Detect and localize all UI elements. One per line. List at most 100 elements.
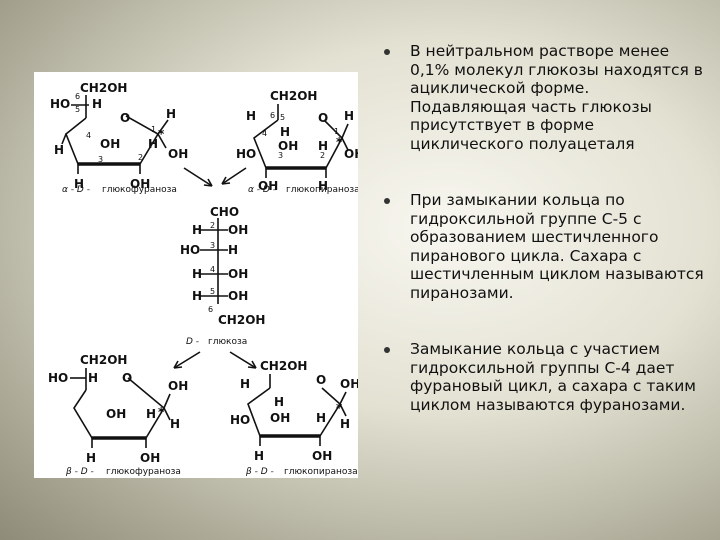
tr-caption-name: глюкопираноза [286, 185, 358, 195]
open-chain-glucose: CHO H 2 OH HO 3 H H 4 OH H 5 OH 6 CH2OH [180, 205, 265, 327]
tr-num2: 2 [320, 151, 325, 160]
c-row3-num: 4 [210, 265, 215, 274]
br-caption-prefix: β - D - [245, 467, 274, 477]
tl-h1: H [92, 97, 102, 111]
br-star: * [336, 401, 343, 415]
bl-ho: HO [48, 371, 68, 385]
tl-caption-prefix: α - D - [62, 185, 90, 195]
tl-ho: HO [50, 97, 70, 111]
alpha-glucofuranose: CH2OH HO H 6 5 O 4 3 2 1 * H H OH H OH [50, 81, 188, 191]
br-h3: H [316, 411, 326, 425]
bullet-item-2: При замыкании кольца по гидроксильной гр… [384, 191, 710, 302]
bullet-text-2: При замыкании кольца по гидроксильной гр… [410, 191, 704, 302]
beta-glucofuranose: CH2OH HO H O OH H * OH H H OH [48, 353, 188, 465]
bl-oh2: OH [106, 407, 126, 421]
br-h4: H [340, 417, 350, 431]
c-row1-num: 2 [210, 221, 215, 230]
tl-ring-oxygen: O [120, 111, 130, 125]
tl-h5: H [74, 177, 84, 191]
bullet-item-3: Замыкание кольца с участием гидроксильно… [384, 340, 710, 414]
tl-num5: 5 [75, 105, 80, 114]
c-ch2oh: CH2OH [218, 313, 265, 327]
tr-caption-prefix: α - D - [248, 185, 276, 195]
c-row1-right: OH [228, 223, 248, 237]
bullet-list: В нейтральном растворе менее 0,1% молеку… [384, 42, 710, 452]
bullet-text-3: Замыкание кольца с участием гидроксильно… [410, 340, 696, 414]
tr-h3: H [344, 109, 354, 123]
tr-h4: H [318, 139, 328, 153]
br-oh2: OH [270, 411, 290, 425]
bl-caption-name: глюкофураноза [106, 467, 181, 477]
tr-ch2oh: CH2OH [270, 89, 317, 103]
tl-num1: 1 [151, 125, 156, 134]
br-ch2oh: CH2OH [260, 359, 307, 373]
bl-oh3: OH [140, 451, 160, 465]
c-row4-left: H [192, 289, 202, 303]
tr-h5: H [318, 179, 328, 193]
bl-h1: H [88, 371, 98, 385]
bullet-item-1: В нейтральном растворе менее 0,1% молеку… [384, 42, 710, 153]
c-caption-name: глюкоза [208, 337, 247, 347]
tl-num4: 4 [86, 131, 91, 140]
bullet-text-1: В нейтральном растворе менее 0,1% молеку… [410, 42, 703, 153]
bullet-dot-icon [384, 49, 390, 55]
tl-h4: H [148, 137, 158, 151]
br-h1: H [240, 377, 250, 391]
c-row2-left: HO [180, 243, 200, 257]
tl-num2: 2 [138, 153, 143, 162]
c-row3-right: OH [228, 267, 248, 281]
tl-oh3: OH [130, 177, 150, 191]
bl-h3: H [146, 407, 156, 421]
tr-ring-oxygen: O [318, 111, 328, 125]
alpha-glucopyranose: CH2OH 6 5 O H H H 4 3 2 1 * OH HO OH H O… [236, 89, 358, 193]
bl-ring-oxygen: O [122, 371, 132, 385]
c-num6: 6 [208, 305, 213, 314]
tr-num3: 3 [278, 151, 283, 160]
br-caption-name: глюкопираноза [284, 467, 358, 477]
c-row4-right: OH [228, 289, 248, 303]
tr-num6: 6 [270, 111, 275, 120]
tl-h3: H [54, 143, 64, 157]
tl-num6: 6 [75, 92, 80, 101]
bl-h2: H [170, 417, 180, 431]
tr-ho: HO [236, 147, 256, 161]
c-row3-left: H [192, 267, 202, 281]
tr-oh1: OH [278, 139, 298, 153]
bl-h4: H [86, 451, 96, 465]
tl-caption-name: глюкофураноза [102, 185, 177, 195]
tl-star: * [158, 127, 165, 141]
tr-num5: 5 [280, 113, 285, 122]
beta-glucopyranose: CH2OH O H OH H HO OH H * H H OH [230, 359, 358, 463]
tl-oh1: OH [100, 137, 120, 151]
bl-oh1: OH [168, 379, 188, 393]
bl-ch2oh: CH2OH [80, 353, 127, 367]
br-ring-oxygen: O [316, 373, 326, 387]
tr-h1: H [246, 109, 256, 123]
glucose-structures-svg: CH2OH HO H 6 5 O 4 3 2 1 * H H OH H OH [48, 81, 358, 477]
tr-oh2: OH [344, 147, 358, 161]
bullet-dot-icon [384, 198, 390, 204]
c-caption-prefix: D - [186, 337, 199, 347]
bl-caption-prefix: β - D - [65, 467, 94, 477]
tr-num1: 1 [334, 127, 339, 136]
br-h2: H [274, 395, 284, 409]
tr-h2: H [280, 125, 290, 139]
bullet-dot-icon [384, 347, 390, 353]
c-row1-left: H [192, 223, 202, 237]
tr-oh3: OH [258, 179, 278, 193]
tr-star: * [336, 135, 343, 149]
bl-star: * [158, 405, 165, 419]
br-ho: HO [230, 413, 250, 427]
tl-h2: H [166, 107, 176, 121]
tr-num4: 4 [262, 129, 267, 138]
c-cho: CHO [210, 205, 239, 219]
c-row2-num: 3 [210, 241, 215, 250]
tl-oh2: OH [168, 147, 188, 161]
c-row4-num: 5 [210, 287, 215, 296]
br-oh3: OH [312, 449, 332, 463]
c-row2-right: H [228, 243, 238, 257]
glucose-structures-figure: CH2OH HO H 6 5 O 4 3 2 1 * H H OH H OH [34, 72, 358, 478]
br-h5: H [254, 449, 264, 463]
tl-num3: 3 [98, 155, 103, 164]
tl-ch2oh: CH2OH [80, 81, 127, 95]
